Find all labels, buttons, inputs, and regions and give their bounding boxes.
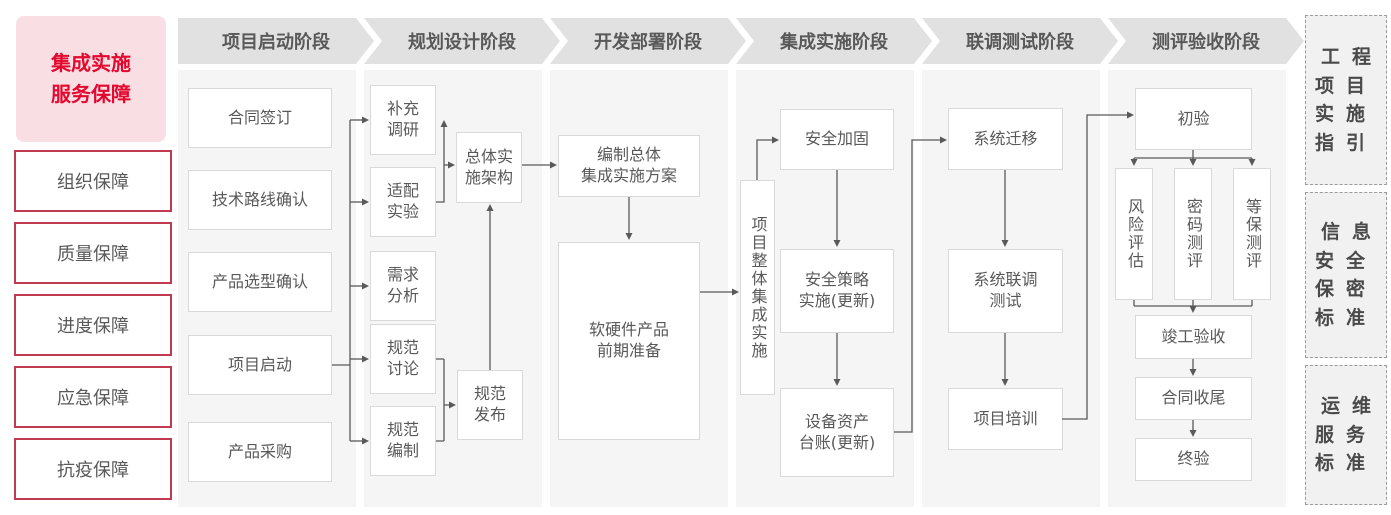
phase-header-planning: 规划设计阶段 <box>364 18 560 64</box>
flow-box-initial-acceptance: 初验 <box>1135 88 1252 150</box>
flow-box-mlps-evaluation: 等保测评 <box>1233 168 1271 300</box>
flow-box-supplementary-research: 补充 调研 <box>370 85 436 155</box>
phase-header-testing: 联调测试阶段 <box>922 18 1118 64</box>
phase-header-development: 开发部署阶段 <box>550 18 746 64</box>
flow-box-completion-acceptance: 竣工验收 <box>1135 315 1252 359</box>
legend-item-epidemic: 抗疫保障 <box>14 438 172 500</box>
flow-box-project-training: 项目培训 <box>948 388 1063 450</box>
legend-title: 集成实施 服务保障 <box>16 16 166 142</box>
flow-box-spec-release: 规范 发布 <box>457 370 523 440</box>
flow-box-contract-closure: 合同收尾 <box>1135 377 1252 420</box>
flow-box-security-hardening: 安全加固 <box>780 109 894 170</box>
flow-box-tech-route: 技术路线确认 <box>188 170 332 230</box>
standard-box-security-standard: 信息 安全 保密 标准 <box>1305 192 1387 358</box>
flow-box-crypto-evaluation: 密码测评 <box>1174 168 1212 300</box>
phase-header-kickoff: 项目启动阶段 <box>178 18 374 64</box>
flow-box-final-acceptance: 终验 <box>1135 438 1252 481</box>
flow-box-overall-plan: 编制总体 集成实施方案 <box>558 135 700 197</box>
standard-box-operations-standard: 运维 服务 标准 <box>1305 365 1387 505</box>
legend-item-schedule: 进度保障 <box>14 294 172 356</box>
flow-box-spec-discussion: 规范 讨论 <box>370 324 436 394</box>
flow-box-system-migration: 系统迁移 <box>948 108 1063 170</box>
flow-box-contract-signing: 合同签订 <box>188 88 332 148</box>
legend-item-emergency: 应急保障 <box>14 366 172 428</box>
phase-header-acceptance: 测评验收阶段 <box>1108 18 1304 64</box>
standard-box-engineering-guide: 工程 项目 实施 指引 <box>1305 15 1387 185</box>
flow-box-joint-debugging: 系统联调 测试 <box>948 249 1063 333</box>
flow-box-overall-integration: 项目整体集成实施 <box>740 180 775 395</box>
flow-box-asset-ledger: 设备资产 台账(更新) <box>780 388 894 477</box>
flow-box-overall-architecture: 总体实 施架构 <box>456 132 522 203</box>
flow-box-product-preparation: 软硬件产品 前期准备 <box>558 242 700 440</box>
flow-box-procurement: 产品采购 <box>188 422 332 482</box>
flow-box-adaptation-test: 适配 实验 <box>370 167 436 237</box>
flow-box-project-kickoff: 项目启动 <box>188 335 332 395</box>
legend-item-organization: 组织保障 <box>14 150 172 212</box>
legend-item-quality: 质量保障 <box>14 222 172 284</box>
flow-box-requirement-analysis: 需求 分析 <box>370 251 436 321</box>
flow-box-product-selection: 产品选型确认 <box>188 252 332 312</box>
flow-box-spec-drafting: 规范 编制 <box>370 406 436 476</box>
flow-box-risk-assessment: 风险评估 <box>1115 168 1153 300</box>
flow-box-security-policy: 安全策略 实施(更新) <box>780 249 894 333</box>
phase-header-integration: 集成实施阶段 <box>736 18 932 64</box>
